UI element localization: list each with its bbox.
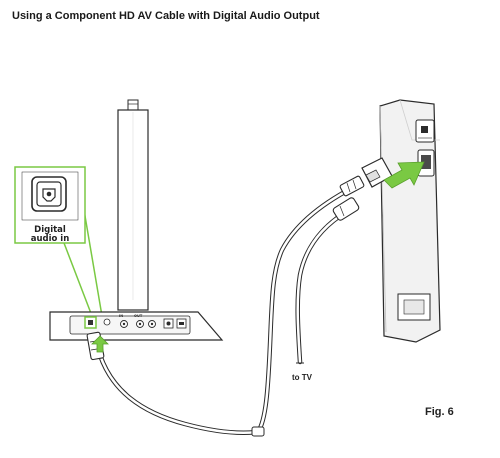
port-in-label: IN (119, 314, 123, 318)
optical-port (84, 316, 97, 329)
cable-splitter (251, 426, 265, 437)
console-usb-port (415, 119, 435, 143)
tower-stand (117, 99, 149, 311)
tv-cable (295, 209, 349, 365)
port-out-jack-2 (148, 320, 156, 328)
page-title: Using a Component HD AV Cable with Digit… (12, 10, 320, 22)
callout-label-line2: audio in (31, 234, 70, 244)
port-out-label: OUT (134, 314, 143, 318)
green-arrow-icon (91, 335, 109, 353)
port-out-jack-1 (136, 320, 144, 328)
optical-cable (97, 352, 261, 435)
callout-label-line1: Digital (34, 225, 66, 235)
figure-label: Fig. 6 (425, 406, 454, 418)
connector-ferrule-upper (339, 175, 365, 197)
console-av-port (417, 149, 435, 177)
to-tv-label: to TV (292, 373, 313, 382)
green-arrow-icon (383, 161, 425, 189)
console-bottom-port (397, 293, 431, 321)
connector-ferrule-lower (332, 197, 360, 221)
port-power (163, 318, 174, 329)
av-cable-main (255, 185, 355, 435)
port-usb (176, 318, 187, 329)
optical-port-icon (31, 176, 67, 212)
port-in-jack (120, 320, 128, 328)
callout-connector (63, 209, 103, 317)
port-dot (103, 318, 111, 326)
